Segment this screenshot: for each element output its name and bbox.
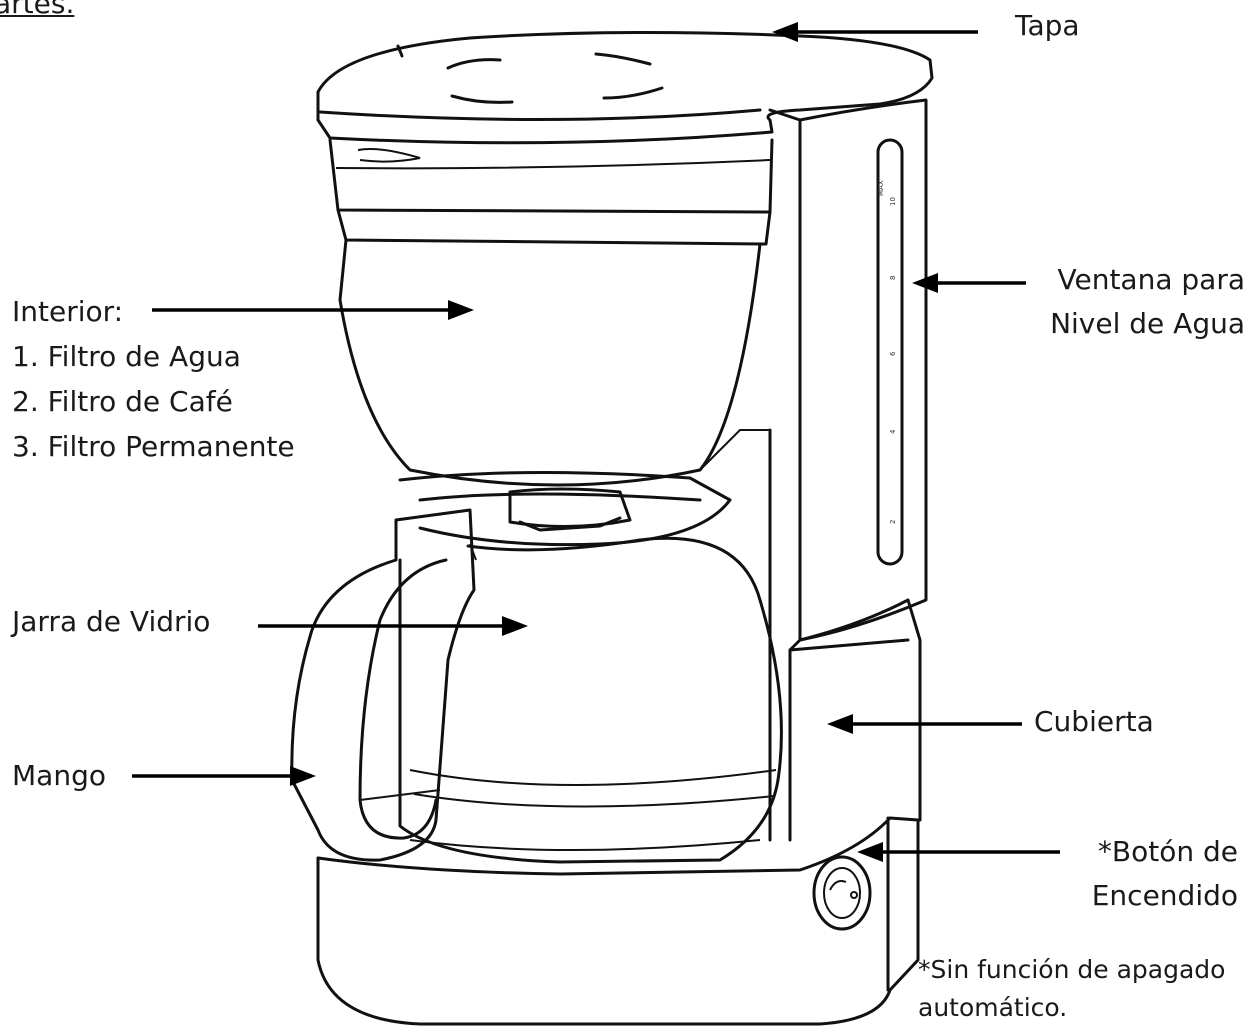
glass-carafe [398,536,783,864]
label-ventana-line-1: Ventana para [1057,263,1246,296]
carafe-handle [290,508,477,862]
label-interior-item: 3. Filtro Permanente [12,430,295,463]
label-interior-title: Interior: [12,295,124,328]
arrow-jarra [258,616,528,636]
power-switch-icon [812,855,872,931]
carafe-top [398,470,732,547]
label-jarra: Jarra de Vidrio [12,605,211,638]
coffee-maker-base [316,816,920,1026]
water-scale-6: 6 [889,351,897,356]
label-tapa: Tapa [1015,9,1080,42]
water-scale-4: 4 [889,429,897,434]
water-scale-2: 2 [889,520,897,524]
label-interior-item: 1. Filtro de Agua [12,340,241,373]
arrow-mango [132,766,316,786]
water-scale-max: MAX [877,180,885,196]
note-line-1: *Sin función de apagado [918,955,1226,984]
label-cubierta: Cubierta [1034,705,1154,738]
arrow-boton [857,842,1060,862]
arrow-interior [152,300,474,320]
arrow-tapa [772,22,978,42]
water-scale-10: 10 [889,197,897,206]
label-boton-line-2: Encendido [1091,879,1238,912]
label-mango: Mango [12,759,106,792]
note-line-2: automático. [918,993,1068,1022]
water-level-scale: MAX 10 8 6 4 2 [877,180,897,524]
label-ventana-line-2: Nivel de Agua [1050,307,1245,340]
label-interior-item: 2. Filtro de Café [12,385,233,418]
label-boton-line-1: *Botón de [1097,835,1238,868]
section-heading: artes. [0,0,75,20]
water-scale-8: 8 [889,276,897,280]
arrow-cubierta [827,714,1022,734]
arrow-ventana [912,273,1026,293]
filter-basket [328,138,774,487]
lid [316,30,934,163]
